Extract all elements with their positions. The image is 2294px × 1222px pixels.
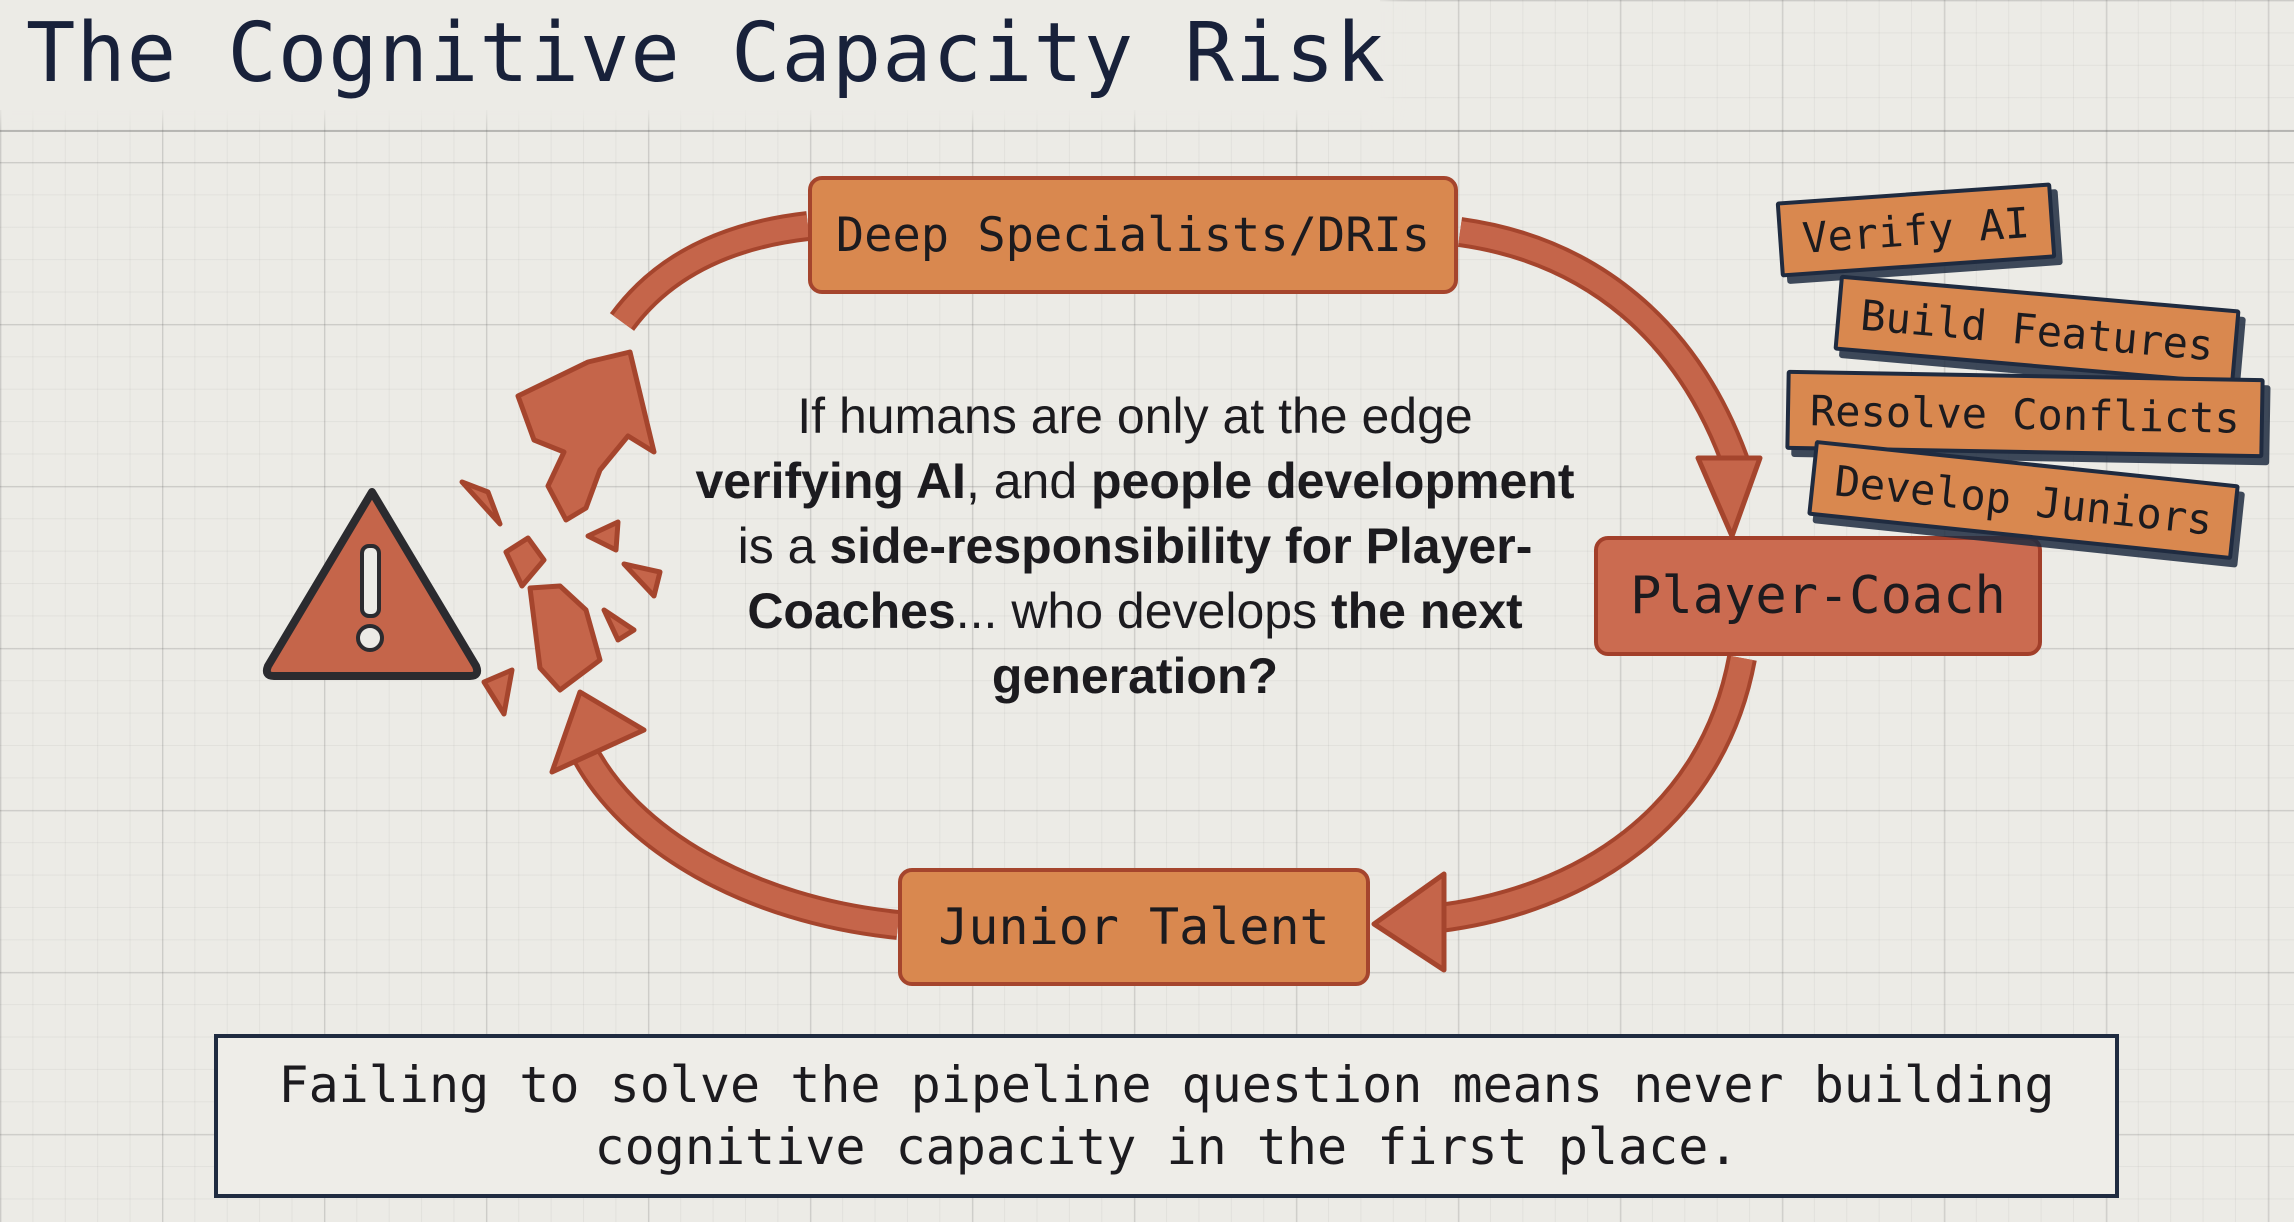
node-deep-specialists: Deep Specialists/DRIs xyxy=(808,176,1458,294)
center-text-bold: the next generation? xyxy=(991,583,1523,704)
center-text-bold: people development xyxy=(1091,453,1575,509)
fragment-arrowhead-top xyxy=(515,349,657,523)
fragment xyxy=(621,561,663,599)
center-text-bold: side-responsibility for Player-Coaches xyxy=(747,518,1533,639)
title-divider xyxy=(0,130,2294,132)
footer-callout: Failing to solve the pipeline question m… xyxy=(214,1034,2119,1198)
center-text-part: is a xyxy=(737,518,830,574)
page-title: The Cognitive Capacity Risk xyxy=(26,6,1386,101)
fragment xyxy=(585,519,621,553)
center-question: If humans are only at the edge verifying… xyxy=(690,384,1580,709)
fragment xyxy=(481,667,515,717)
fragment xyxy=(459,479,503,527)
arrowhead-player-coach xyxy=(1695,455,1763,539)
arrowhead-junior-talent xyxy=(1371,871,1447,973)
broken-arrow-fragments xyxy=(459,349,663,717)
fragment xyxy=(503,535,547,589)
warning-triangle-icon xyxy=(262,488,482,680)
center-text-part: If humans are only at the edge xyxy=(797,388,1473,444)
cycle-arrows xyxy=(549,211,1763,973)
footer-text: Failing to solve the pipeline question m… xyxy=(278,1056,2055,1176)
center-text-part: , and xyxy=(965,453,1092,509)
title-band xyxy=(0,0,1380,110)
node-junior-talent: Junior Talent xyxy=(898,868,1370,986)
node-player-coach: Player-Coach xyxy=(1594,536,2042,656)
fragment xyxy=(527,583,603,693)
center-text-part: ... who develops xyxy=(955,583,1331,639)
arrowhead-broken-lower xyxy=(549,689,647,775)
center-text-bold: verifying AI xyxy=(695,453,966,509)
fragment xyxy=(601,607,637,643)
arrow-junior-to-break xyxy=(568,741,900,940)
